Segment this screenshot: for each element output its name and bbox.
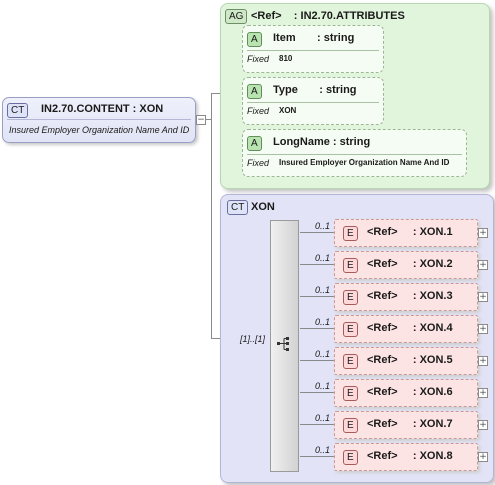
root-documentation: Insured Employer Organization Name And I… xyxy=(9,125,190,135)
element-icon: E xyxy=(343,450,358,465)
element-xon-5[interactable]: E <Ref> : XON.5 xyxy=(334,347,478,375)
element-xon-7[interactable]: E <Ref> : XON.7 xyxy=(334,411,478,439)
element-icon: E xyxy=(343,290,358,305)
sequence-occurrence: [1]..[1] xyxy=(240,334,266,344)
fixed-label: Fixed xyxy=(247,158,270,168)
element-xon-8[interactable]: E <Ref> : XON.8 xyxy=(334,443,478,471)
element-occurrence: 0..1 xyxy=(315,285,331,295)
attribute-type[interactable]: A Type : string Fixed XON xyxy=(242,77,384,125)
element-label: <Ref> : XON.8 xyxy=(367,450,453,462)
connector-element xyxy=(300,424,334,425)
collapse-icon[interactable]: − xyxy=(196,115,206,125)
attribute-icon: A xyxy=(247,32,262,47)
element-xon-6[interactable]: E <Ref> : XON.6 xyxy=(334,379,478,407)
element-occurrence: 0..1 xyxy=(315,381,331,391)
fixed-value: XON xyxy=(279,106,297,115)
element-icon: E xyxy=(343,354,358,369)
sequence-icon xyxy=(277,337,289,351)
attribute-longname[interactable]: A LongName : string Fixed Insured Employ… xyxy=(242,129,467,177)
attribute-icon: A xyxy=(247,136,262,151)
divider xyxy=(247,154,462,155)
root-title: IN2.70.CONTENT : XON xyxy=(41,103,164,115)
attribute-icon: A xyxy=(247,84,262,99)
divider xyxy=(247,50,379,51)
element-occurrence: 0..1 xyxy=(315,413,331,423)
expand-icon[interactable]: + xyxy=(478,292,488,302)
connector-element xyxy=(300,328,334,329)
connector-element xyxy=(300,232,334,233)
fixed-value: Insured Employer Organization Name And I… xyxy=(279,158,450,167)
sequence-compositor[interactable] xyxy=(270,220,299,472)
connector-element xyxy=(300,296,334,297)
element-occurrence: 0..1 xyxy=(315,221,331,231)
connector-element xyxy=(300,360,334,361)
element-occurrence: 0..1 xyxy=(315,445,331,455)
element-icon: E xyxy=(343,322,358,337)
element-icon: E xyxy=(343,386,358,401)
connector-element xyxy=(300,456,334,457)
element-label: <Ref> : XON.5 xyxy=(367,354,453,366)
complex-type-icon: CT xyxy=(7,103,29,118)
fixed-value: 810 xyxy=(279,54,293,63)
element-occurrence: 0..1 xyxy=(315,253,331,263)
element-occurrence: 0..1 xyxy=(315,317,331,327)
expand-icon[interactable]: + xyxy=(478,228,488,238)
root-element[interactable]: CT IN2.70.CONTENT : XON Insured Employer… xyxy=(2,97,196,143)
fixed-label: Fixed xyxy=(247,54,270,64)
connector-element xyxy=(300,392,334,393)
attribute-item[interactable]: A Item : string Fixed 810 xyxy=(242,25,384,73)
divider xyxy=(7,119,191,120)
connector-to-ag xyxy=(211,93,221,94)
element-xon-1[interactable]: E <Ref> : XON.1 xyxy=(334,219,478,247)
element-label: <Ref> : XON.6 xyxy=(367,386,453,398)
element-label: <Ref> : XON.2 xyxy=(367,258,453,270)
element-xon-3[interactable]: E <Ref> : XON.3 xyxy=(334,283,478,311)
expand-icon[interactable]: + xyxy=(478,420,488,430)
attribute-group-icon: AG xyxy=(225,9,248,24)
divider xyxy=(247,102,379,103)
expand-icon[interactable]: + xyxy=(478,324,488,334)
connector-trunk xyxy=(211,93,212,339)
expand-icon[interactable]: + xyxy=(478,356,488,366)
element-icon: E xyxy=(343,258,358,273)
attribute-name: Type : string xyxy=(273,84,357,96)
element-icon: E xyxy=(343,226,358,241)
complex-type-title: XON xyxy=(251,201,275,213)
element-label: <Ref> : XON.1 xyxy=(367,226,453,238)
element-xon-2[interactable]: E <Ref> : XON.2 xyxy=(334,251,478,279)
element-label: <Ref> : XON.3 xyxy=(367,290,453,302)
attribute-group-title: <Ref> : IN2.70.ATTRIBUTES xyxy=(251,10,405,22)
expand-icon[interactable]: + xyxy=(478,452,488,462)
connector-element xyxy=(300,264,334,265)
fixed-label: Fixed xyxy=(247,106,270,116)
element-xon-4[interactable]: E <Ref> : XON.4 xyxy=(334,315,478,343)
attribute-name: Item : string xyxy=(273,32,355,44)
element-label: <Ref> : XON.4 xyxy=(367,322,453,334)
expand-icon[interactable]: + xyxy=(478,388,488,398)
element-label: <Ref> : XON.7 xyxy=(367,418,453,430)
complex-type-icon: CT xyxy=(227,200,249,215)
element-icon: E xyxy=(343,418,358,433)
attribute-name: LongName : string xyxy=(273,136,371,148)
element-occurrence: 0..1 xyxy=(315,349,331,359)
expand-icon[interactable]: + xyxy=(478,260,488,270)
